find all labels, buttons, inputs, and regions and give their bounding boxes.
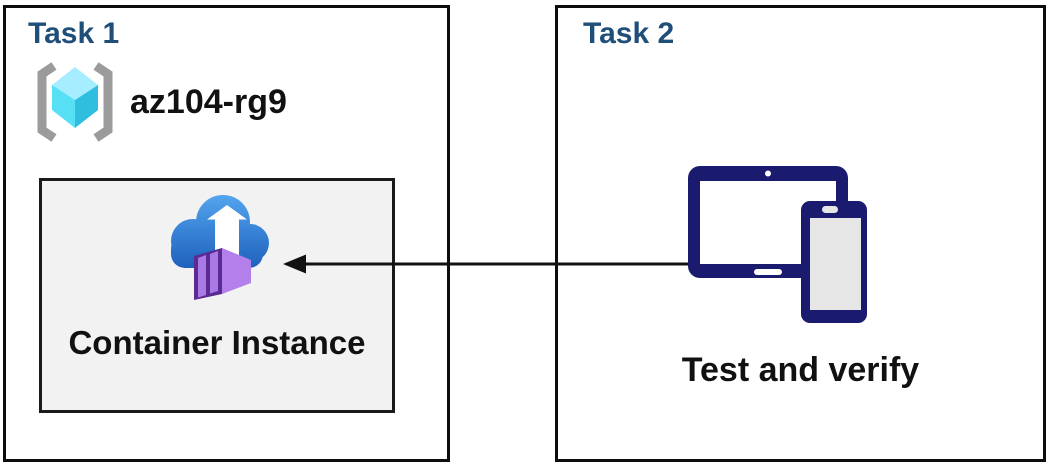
tablet-home-slot: [754, 269, 782, 275]
task2-panel: Task 2 Test and verify: [555, 5, 1046, 462]
task1-title: Task 1: [28, 17, 120, 50]
resource-group-icon: [37, 62, 113, 142]
container-cube: [194, 248, 251, 300]
test-and-verify-label: Test and verify: [681, 351, 920, 389]
resource-group-name: az104-rg9: [130, 83, 287, 121]
upload-arrow-icon: [207, 205, 247, 260]
tablet-camera-dot: [765, 170, 771, 177]
container-instance-box: Container Instance: [39, 178, 395, 413]
container-instances-icon: [171, 195, 269, 300]
task1-panel: Task 1 az104-rg9: [3, 5, 450, 462]
phone-speaker-slot: [822, 206, 838, 213]
devices-icon: [688, 166, 867, 323]
task2-title: Task 2: [583, 17, 675, 50]
container-instance-label: Container Instance: [68, 324, 366, 361]
phone-icon: [801, 201, 867, 323]
